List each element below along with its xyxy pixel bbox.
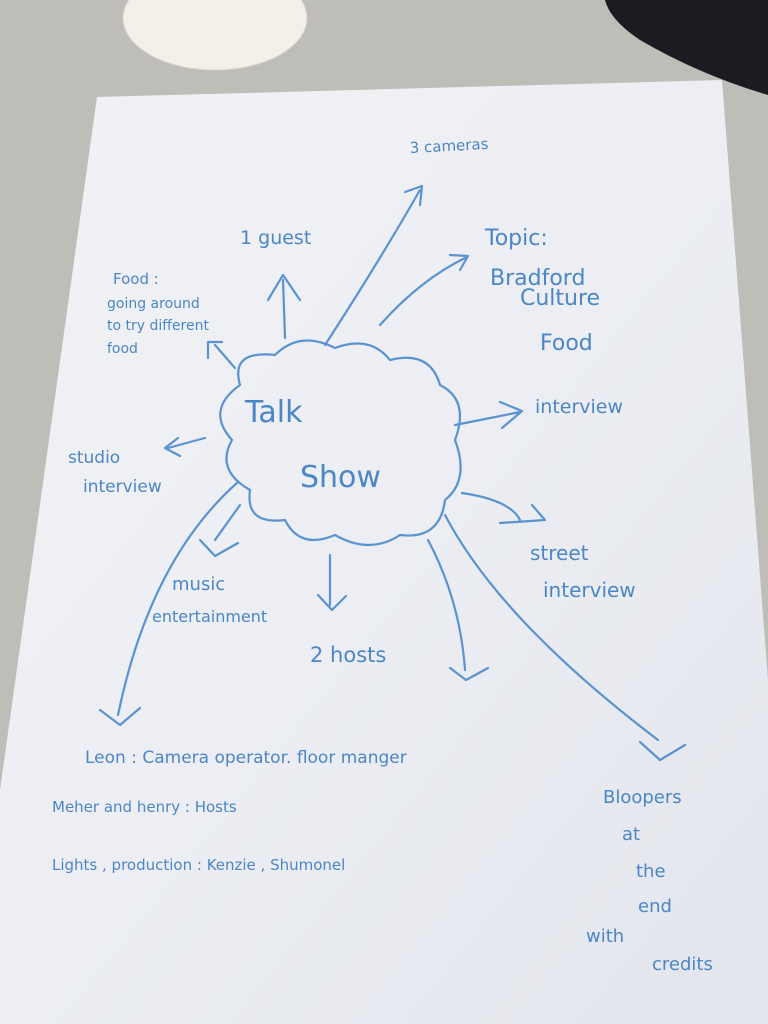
branch-cameras: 3 cameras bbox=[409, 135, 489, 157]
svg-text:going around: going around bbox=[107, 296, 200, 312]
svg-text:to try different: to try different bbox=[107, 318, 209, 334]
dark-object bbox=[605, 0, 768, 95]
svg-text:at: at bbox=[622, 824, 640, 845]
svg-text:music: music bbox=[172, 574, 225, 595]
svg-text:Food: Food bbox=[540, 331, 593, 356]
role-line: Leon : Camera operator. floor manger bbox=[85, 748, 407, 768]
center-title-line2: Show bbox=[300, 460, 381, 495]
branch-bloopers: Bloopers at the end with credits bbox=[586, 787, 713, 975]
computer-mouse bbox=[122, 0, 308, 71]
branch-interview: interview bbox=[535, 396, 623, 418]
svg-text:street: street bbox=[530, 541, 589, 565]
svg-text:Bloopers: Bloopers bbox=[603, 787, 682, 808]
branch-arrows bbox=[98, 184, 687, 762]
svg-text:end: end bbox=[638, 896, 672, 917]
svg-text:the: the bbox=[636, 861, 666, 882]
center-title-line1: Talk bbox=[244, 395, 303, 430]
branch-guest: 1 guest bbox=[240, 227, 311, 249]
svg-text:Food :: Food : bbox=[113, 270, 159, 288]
branch-studio-interview: studio interview bbox=[68, 448, 162, 497]
center-cloud bbox=[219, 339, 462, 546]
branch-street-interview: street interview bbox=[530, 541, 636, 602]
paper-sheet bbox=[0, 80, 768, 1024]
branch-food: Food : going around to try different foo… bbox=[107, 270, 209, 357]
roles-list: Leon : Camera operator. floor manger Meh… bbox=[52, 748, 407, 874]
svg-text:Bradford: Bradford bbox=[490, 266, 585, 291]
svg-text:food: food bbox=[107, 341, 138, 357]
svg-text:credits: credits bbox=[652, 954, 713, 975]
svg-text:interview: interview bbox=[83, 477, 162, 497]
svg-text:Topic:: Topic: bbox=[484, 226, 548, 251]
svg-text:Culture: Culture bbox=[520, 286, 600, 311]
branch-topic: Topic: Bradford Culture Food bbox=[484, 226, 600, 356]
role-line: Meher and henry : Hosts bbox=[52, 798, 237, 816]
svg-text:entertainment: entertainment bbox=[152, 607, 267, 626]
branch-music: music entertainment bbox=[152, 574, 267, 626]
branch-hosts: 2 hosts bbox=[310, 643, 386, 667]
role-line: Lights , production : Kenzie , Shumonel bbox=[52, 856, 345, 874]
svg-text:studio: studio bbox=[68, 448, 120, 468]
svg-text:interview: interview bbox=[543, 578, 636, 602]
svg-text:with: with bbox=[586, 926, 624, 947]
